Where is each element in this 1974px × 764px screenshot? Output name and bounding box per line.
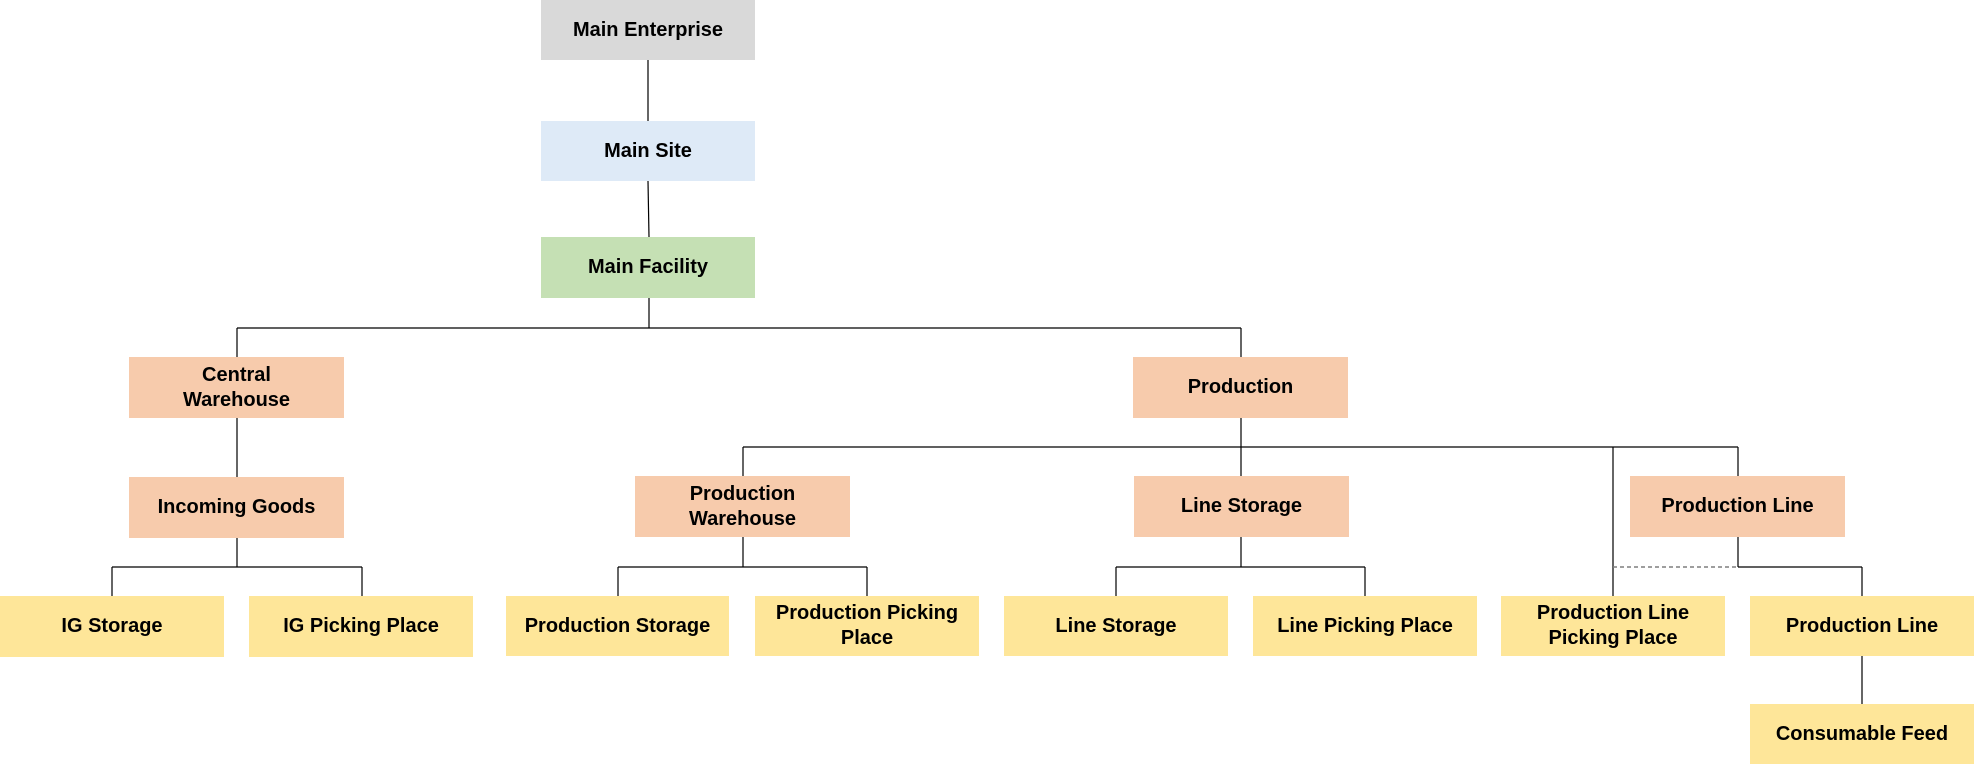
node-production: Production: [1133, 357, 1348, 418]
node-label: Incoming Goods: [157, 496, 316, 518]
node-line-storage: Line Storage: [1004, 596, 1228, 656]
node-production-line: Production Line: [1750, 596, 1974, 656]
node-label: IG Picking Place: [283, 615, 439, 637]
node-ig-storage: IG Storage: [0, 596, 224, 657]
node-production-picking-place: Production Picking Place: [755, 596, 979, 656]
connector-site-facility: [647, 180, 650, 238]
node-production-line-picking-place: Production Line Picking Place: [1501, 596, 1725, 656]
node-label: Consumable Feed: [1775, 722, 1949, 745]
node-label: Production Line: [1785, 614, 1939, 637]
node-label: Main Site: [604, 139, 692, 162]
node-label: Production Picking Place: [775, 602, 959, 649]
node-label: Main Facility: [587, 256, 709, 278]
node-line-storage-area: Line Storage: [1134, 476, 1349, 537]
node-label: Main Enterprise: [572, 18, 724, 41]
node-main-facility: Main Facility: [541, 237, 755, 298]
node-label: Line Storage: [1180, 495, 1303, 517]
node-production-storage: Production Storage: [506, 596, 729, 656]
node-consumable-feed: Consumable Feed: [1750, 704, 1974, 764]
node-incoming-goods: Incoming Goods: [129, 477, 344, 538]
node-main-site: Main Site: [541, 121, 755, 181]
node-label: IG Storage: [61, 615, 163, 637]
node-label: Production Warehouse: [688, 482, 797, 530]
node-production-line-area: Production Line: [1630, 476, 1845, 537]
node-main-enterprise: Main Enterprise: [541, 0, 755, 60]
node-ig-picking-place: IG Picking Place: [249, 596, 473, 657]
node-label: Production Storage: [524, 614, 711, 637]
node-label: Production Line: [1661, 495, 1814, 517]
node-central-warehouse: Central Warehouse: [129, 357, 344, 418]
node-label: Line Storage: [1055, 614, 1177, 637]
node-label: Line Picking Place: [1277, 614, 1453, 637]
node-production-warehouse: Production Warehouse: [635, 476, 850, 537]
node-label: Production: [1187, 376, 1294, 398]
node-line-picking-place: Line Picking Place: [1253, 596, 1477, 656]
node-label: Production Line Picking Place: [1536, 602, 1690, 649]
node-label: Central Warehouse: [182, 363, 291, 411]
